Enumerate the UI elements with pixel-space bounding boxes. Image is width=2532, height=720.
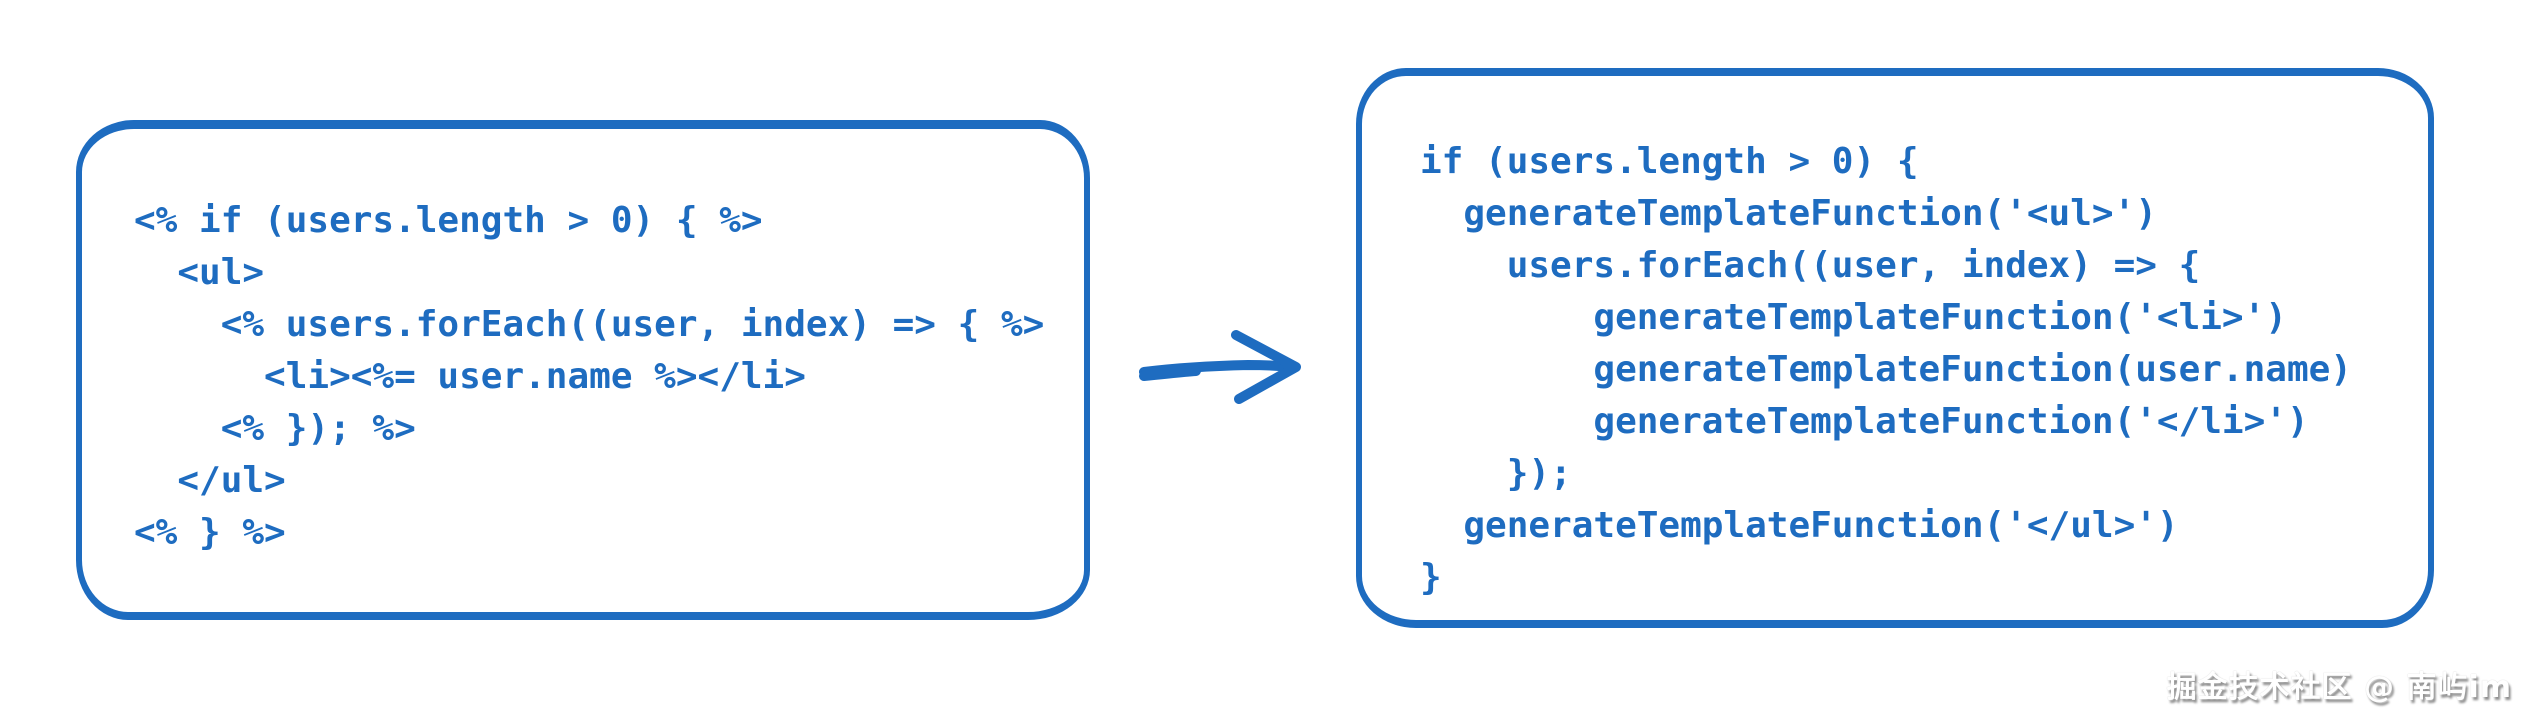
compiled-js-panel: if (users.length > 0) { generateTemplate…	[1356, 68, 2434, 628]
right-arrow-icon	[1136, 325, 1312, 409]
compiled-js-code: if (users.length > 0) { generateTemplate…	[1420, 141, 2352, 598]
ejs-template-code: <% if (users.length > 0) { %> <ul> <% us…	[134, 200, 1045, 553]
ejs-template-panel: <% if (users.length > 0) { %> <ul> <% us…	[76, 120, 1090, 620]
watermark-text: 掘金技术社区 @ 南屿im	[2166, 670, 2512, 705]
